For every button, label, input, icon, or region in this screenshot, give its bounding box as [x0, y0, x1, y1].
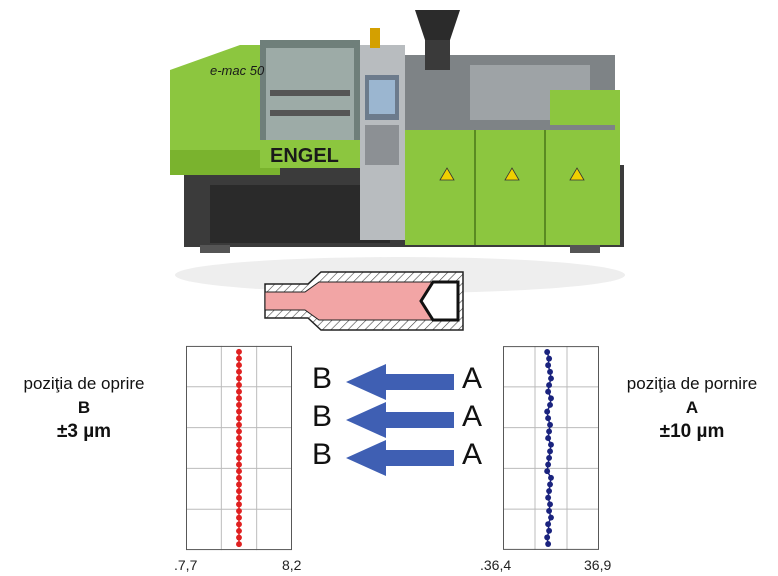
stop-position-letter: B — [77, 398, 91, 417]
data-point — [236, 408, 242, 415]
data-point — [236, 494, 242, 501]
data-point — [548, 474, 554, 481]
start-position-plot — [503, 346, 599, 550]
data-point — [548, 395, 554, 402]
data-point — [545, 435, 552, 442]
screw-cross-section — [264, 271, 464, 331]
start-position-label: poziţia de pornire A ±10 µm — [606, 372, 778, 444]
data-point — [548, 514, 554, 521]
data-point — [546, 454, 553, 461]
stop-position-plot — [186, 345, 292, 551]
data-point — [236, 501, 242, 508]
data-point — [236, 508, 242, 514]
injection-molding-machine: ENGEL e-mac 50 — [170, 10, 625, 293]
data-point — [546, 488, 553, 494]
start-axis-max: 36,9 — [584, 557, 612, 573]
arrow-left-icon — [346, 364, 454, 400]
arrow-left-icon — [346, 440, 454, 476]
data-point — [236, 388, 242, 395]
arrow-left-icon — [346, 402, 454, 438]
data-point — [236, 448, 242, 455]
data-point — [547, 448, 553, 455]
start-position-tolerance: ±10 µm — [659, 421, 725, 442]
brand-label: ENGEL — [270, 145, 339, 167]
data-point — [544, 408, 551, 415]
data-point — [236, 375, 242, 382]
data-point — [545, 521, 552, 528]
start-axis-min: .36,4 — [480, 557, 512, 573]
arrow-target-letter: B — [312, 400, 333, 433]
data-point — [546, 355, 553, 362]
data-point — [236, 415, 242, 422]
data-point — [236, 514, 242, 521]
data-point — [236, 355, 242, 362]
stop-position-label: poziţia de oprire B ±3 µm — [0, 372, 168, 444]
data-point — [546, 382, 553, 389]
data-point — [546, 428, 553, 435]
data-point — [236, 461, 242, 468]
data-point — [236, 382, 242, 388]
data-point — [546, 527, 553, 534]
data-point — [545, 541, 552, 547]
data-point — [546, 507, 553, 514]
data-point — [236, 481, 242, 488]
model-label: e-mac 50 — [210, 63, 265, 78]
data-point — [236, 468, 242, 475]
data-point — [236, 441, 242, 448]
data-point — [544, 349, 551, 355]
data-point — [236, 521, 242, 528]
stop-axis-max: 8,2 — [282, 557, 302, 573]
data-point — [236, 421, 242, 428]
stop-position-tolerance: ±3 µm — [56, 421, 112, 442]
data-point — [544, 534, 551, 541]
data-point — [544, 468, 551, 475]
data-point — [236, 401, 242, 408]
arrow-source-letter: A — [462, 362, 483, 395]
data-point — [548, 375, 554, 382]
start-position-title: poziţia de pornire — [626, 374, 758, 393]
data-point — [236, 474, 242, 481]
arrow-source-letter: A — [462, 400, 483, 433]
data-point — [236, 488, 242, 495]
data-point — [236, 435, 242, 441]
data-point — [547, 421, 553, 428]
data-point — [236, 428, 242, 435]
data-point — [547, 481, 553, 488]
data-point — [545, 461, 552, 468]
data-point — [547, 402, 553, 408]
data-point — [236, 534, 242, 541]
data-point — [547, 501, 553, 508]
stop-axis-min: .7,7 — [174, 557, 198, 573]
data-point — [236, 527, 242, 534]
stop-position-title: poziţia de oprire — [23, 374, 145, 393]
start-position-letter: A — [685, 398, 699, 417]
data-point — [236, 362, 242, 369]
data-point — [236, 455, 242, 461]
data-point — [547, 368, 553, 375]
arrow-source-letter: A — [462, 438, 483, 471]
data-point — [545, 415, 552, 422]
data-point — [236, 368, 242, 375]
data-point — [545, 494, 552, 501]
data-point — [545, 362, 552, 369]
arrow-target-letter: B — [312, 362, 333, 395]
data-point — [236, 395, 242, 402]
arrow-target-letter: B — [312, 438, 333, 471]
data-point — [548, 441, 554, 448]
data-point — [545, 388, 552, 395]
data-point — [236, 348, 242, 355]
data-point — [236, 541, 242, 548]
